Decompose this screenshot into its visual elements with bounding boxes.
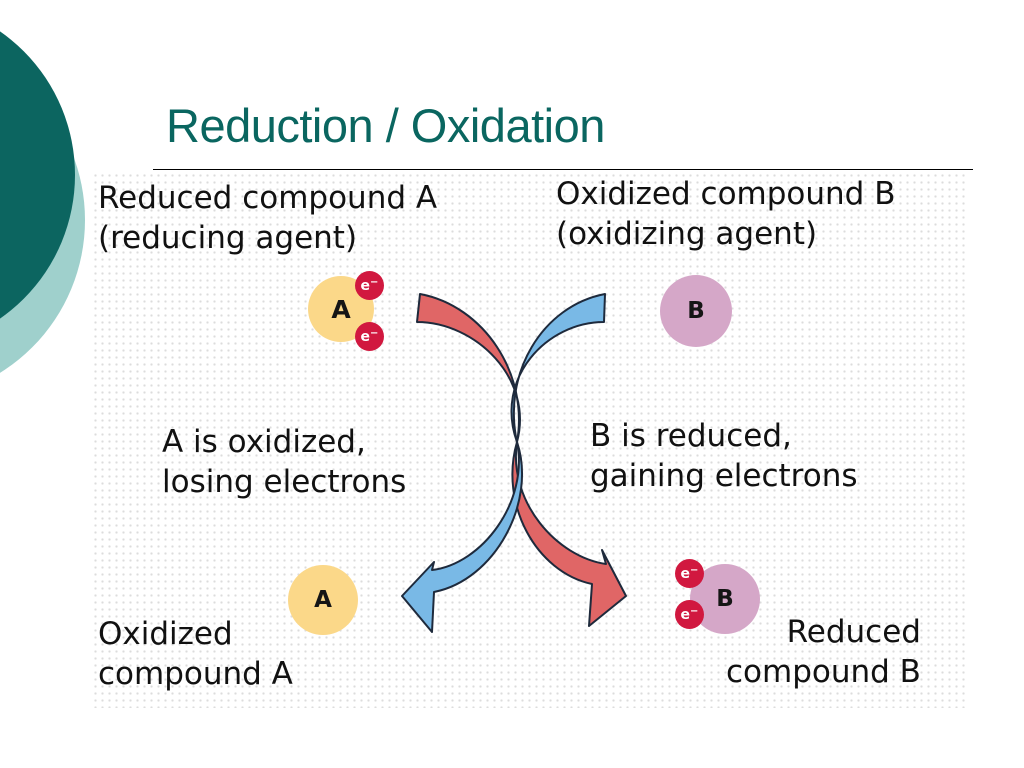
a-oxidized-label: A is oxidized, losing electrons [162,422,406,502]
label-line: Reduced [786,614,921,650]
electron-charge: − [370,328,379,339]
reduced-compound-a-label: Reduced compound A (reducing agent) [98,178,437,258]
dark-teal-circle [0,31,75,319]
label-line: compound A [98,656,293,692]
label-line: Oxidized compound B [556,176,896,212]
compound-b-letter: B [687,298,705,324]
electron-icon: e− [355,271,384,300]
electron-symbol: e [680,565,691,582]
title-divider [153,169,973,170]
compound-a-letter: A [314,587,332,613]
electron-transfer-arrows [401,293,627,633]
electron-icon: e− [675,600,704,629]
label-line: Reduced compound A [98,180,438,216]
electron-charge: − [690,606,699,617]
slide-title: Reduction / Oxidation [166,99,605,152]
electron-symbol: e [680,606,691,623]
oxidized-compound-b-label: Oxidized compound B (oxidizing agent) [556,174,895,254]
blue-arrow [401,293,606,633]
compound-a-letter: A [331,294,351,324]
label-line: A is oxidized, [162,424,366,460]
electron-icon: e− [675,559,704,588]
electron-icon: e− [355,322,384,351]
label-line: compound B [726,654,921,690]
b-reduced-label: B is reduced, gaining electrons [590,416,858,496]
label-line: gaining electrons [590,458,858,494]
oxidized-compound-a-label: Oxidized compound A [98,614,293,694]
reduced-compound-b-label: Reduced compound B [726,612,921,692]
electron-symbol: e [360,328,371,345]
label-line: losing electrons [162,464,407,500]
electron-symbol: e [360,277,371,294]
label-line: (oxidizing agent) [556,216,818,252]
label-line: B is reduced, [590,418,792,454]
compound-b-oxidized-circle: B [660,275,732,347]
decorative-circles [0,31,85,373]
label-line: (reducing agent) [98,220,358,256]
label-line: Oxidized [98,616,233,652]
electron-charge: − [370,277,379,288]
compound-a-oxidized-circle: A [288,565,358,635]
electron-charge: − [690,565,699,576]
redox-diagram: Reduced compound A (reducing agent) Oxid… [92,172,966,708]
compound-b-letter: B [716,586,734,612]
